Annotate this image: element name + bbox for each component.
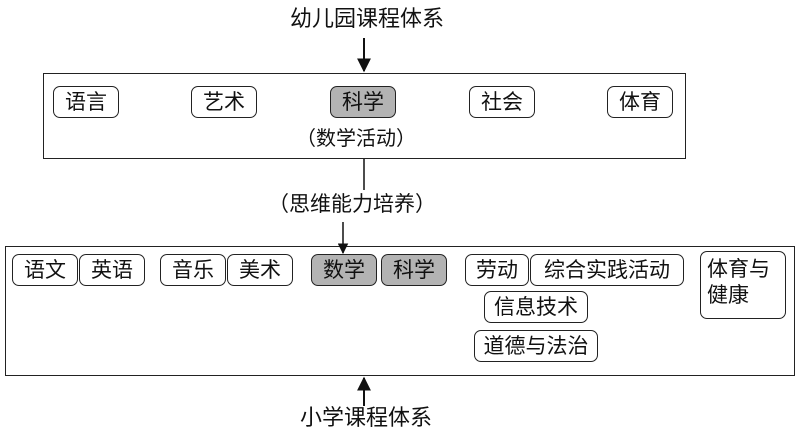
- ps-subject-fine-art: 美术: [227, 254, 293, 286]
- kindergarten-system-title: 幼儿园课程体系: [290, 7, 445, 32]
- kg-math-activity-note: （数学活动）: [296, 126, 416, 150]
- ps-subject-math: 数学: [311, 254, 377, 286]
- thinking-ability-label: （思维能力培养）: [268, 192, 436, 216]
- kg-subject-society: 社会: [469, 86, 535, 118]
- ps-subject-it: 信息技术: [484, 291, 588, 323]
- ps-subject-labor: 劳动: [465, 254, 529, 286]
- ps-subject-chinese: 语文: [12, 254, 78, 286]
- ps-subject-english: 英语: [79, 254, 145, 286]
- kg-subject-science: 科学: [330, 86, 396, 118]
- ps-subject-science: 科学: [381, 254, 447, 286]
- ps-subject-pe-health: 体育与健康: [700, 251, 786, 319]
- ps-subject-music: 音乐: [160, 254, 226, 286]
- kg-subject-pe: 体育: [607, 86, 673, 118]
- kg-subject-art: 艺术: [191, 86, 257, 118]
- ps-subject-morality-law: 道德与法治: [474, 330, 598, 362]
- kg-subject-language: 语言: [53, 86, 119, 118]
- primary-system-title: 小学课程体系: [300, 406, 433, 431]
- ps-subject-comprehensive-practice: 综合实践活动: [530, 254, 684, 286]
